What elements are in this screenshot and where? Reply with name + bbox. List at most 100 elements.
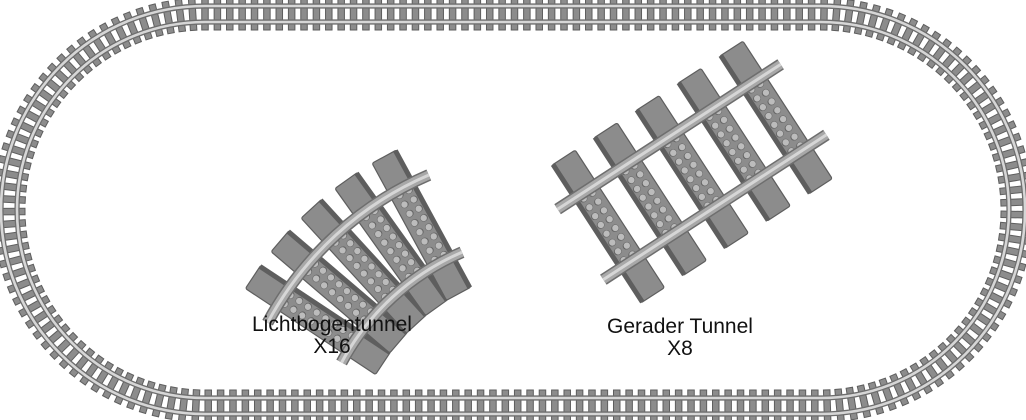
stud xyxy=(320,281,328,290)
stud xyxy=(335,280,343,289)
oval-sleeper xyxy=(448,0,457,31)
stud xyxy=(737,142,745,151)
stud xyxy=(767,97,776,106)
oval-sleeper xyxy=(745,0,754,31)
stud xyxy=(339,326,347,334)
stud xyxy=(728,148,737,156)
oval-sleeper xyxy=(510,0,519,31)
stud xyxy=(307,317,315,326)
straight-upper-rail-top xyxy=(556,63,782,211)
oval-sleeper xyxy=(390,389,398,420)
oval-sleeper xyxy=(266,389,274,420)
straight-track-piece-icon xyxy=(550,41,833,304)
stud xyxy=(381,278,390,286)
stud xyxy=(400,200,409,209)
oval-sleeper xyxy=(770,0,779,31)
oval-sleeper xyxy=(353,389,361,420)
stud xyxy=(327,273,335,282)
straight-lower-rail-top xyxy=(602,133,828,281)
stud xyxy=(344,302,352,310)
stud xyxy=(351,294,359,302)
stud xyxy=(656,220,664,228)
oval-sleeper xyxy=(560,0,568,31)
oval-sleeper xyxy=(551,389,559,420)
stud xyxy=(692,184,700,192)
oval-inner-rail-edge xyxy=(14,19,1012,401)
curve-outer-rail-top xyxy=(266,173,430,324)
oval-sleeper xyxy=(349,0,358,31)
stud xyxy=(367,277,375,286)
stud xyxy=(324,329,333,337)
oval-sleeper xyxy=(597,0,605,31)
stud xyxy=(360,269,368,278)
oval-sleeper xyxy=(238,0,246,31)
oval-sleeper xyxy=(585,0,593,31)
stud xyxy=(374,270,383,279)
stud xyxy=(319,266,327,275)
oval-sleeper xyxy=(547,0,556,31)
stud xyxy=(405,209,414,218)
stud xyxy=(392,256,401,264)
oval-sleeper xyxy=(501,389,510,420)
oval-sleeper xyxy=(736,389,745,420)
stud xyxy=(330,320,338,328)
stud xyxy=(740,165,748,174)
curved-track-piece-icon xyxy=(245,149,473,375)
oval-sleeper xyxy=(625,389,633,420)
oval-sleeper xyxy=(473,0,482,31)
oval-sleeper xyxy=(786,389,794,420)
stud xyxy=(720,116,728,124)
oval-sleeper xyxy=(807,0,816,31)
oval-sleeper xyxy=(287,0,296,31)
stud xyxy=(722,139,731,147)
oval-sleeper xyxy=(300,0,308,31)
oval-sleeper xyxy=(575,389,584,420)
oval-sleeper xyxy=(213,0,222,31)
oval-sleeper xyxy=(216,389,225,420)
oval-sleeper xyxy=(340,389,349,420)
stud xyxy=(368,221,376,230)
stud xyxy=(785,124,793,132)
stud xyxy=(759,103,767,111)
oval-sleeper xyxy=(538,389,547,420)
stud xyxy=(414,204,423,213)
stud xyxy=(717,130,725,139)
stud xyxy=(773,106,782,115)
oval-sleeper xyxy=(303,389,311,420)
stud xyxy=(386,247,395,255)
stud xyxy=(409,195,418,204)
oval-sleeper xyxy=(712,389,720,420)
oval-sleeper xyxy=(315,389,324,420)
stud xyxy=(684,152,692,160)
oval-sleeper xyxy=(328,389,336,420)
curved-piece-caption: Lichtbogentunnel X16 xyxy=(232,314,432,358)
stud xyxy=(611,224,620,232)
oval-sleeper xyxy=(399,0,407,31)
stud xyxy=(597,221,605,229)
oval-sleeper xyxy=(526,389,534,420)
stud xyxy=(321,314,330,323)
stud xyxy=(647,188,656,196)
oval-sleeper xyxy=(439,389,448,420)
oval-sleeper xyxy=(761,389,770,420)
oval-sleeper xyxy=(374,0,383,31)
oval-sleeper xyxy=(461,0,469,31)
stud xyxy=(698,193,706,201)
oval-sleeper xyxy=(464,389,472,420)
oval-sleeper xyxy=(325,0,333,31)
stud xyxy=(680,166,689,175)
stud xyxy=(398,264,407,273)
oval-sleeper xyxy=(708,0,717,31)
straight-piece-name: Gerader Tunnel xyxy=(607,315,753,338)
oval-sleeper xyxy=(696,0,704,31)
stud xyxy=(594,197,603,206)
stud xyxy=(352,308,360,317)
oval-sleeper xyxy=(758,0,766,31)
stud xyxy=(434,241,443,250)
oval-sleeper xyxy=(424,0,432,31)
oval-sleeper xyxy=(489,389,497,420)
oval-sleeper xyxy=(588,389,596,420)
oval-sleeper xyxy=(229,389,237,420)
